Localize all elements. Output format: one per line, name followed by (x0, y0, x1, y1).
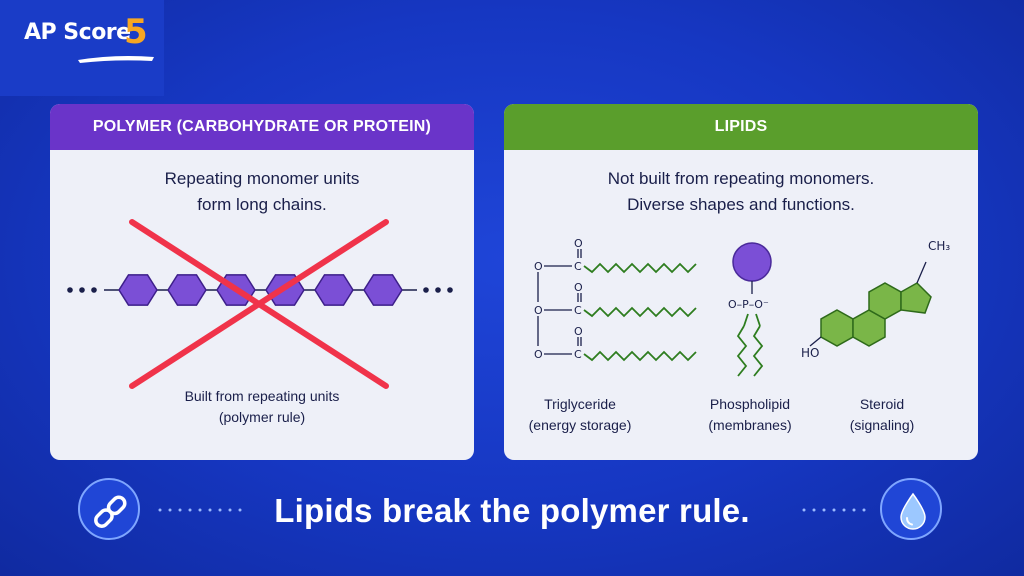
chain-dot-left-3 (91, 287, 97, 293)
svg-text:O: O (574, 281, 583, 294)
ester-group-3: O C O (534, 325, 697, 362)
chain-dot-left-1 (67, 287, 73, 293)
fatty-acid-tail-2 (752, 325, 764, 377)
lipids-panel-header: LIPIDS (504, 104, 978, 150)
polymer-panel: POLYMER (CARBOHYDRATE OR PROTEIN) Repeat… (50, 104, 474, 460)
triglyceride-caption: Triglyceride (energy storage) (520, 394, 640, 436)
polymer-caption-line-1: Built from repeating units (184, 388, 340, 404)
svg-text:O: O (574, 325, 583, 338)
polymer-description-line-1: Repeating monomer units (164, 169, 360, 188)
ester-group-2: O C O (534, 281, 697, 318)
svg-text:C: C (574, 348, 582, 361)
polymer-panel-header: POLYMER (CARBOHYDRATE OR PROTEIN) (50, 104, 474, 150)
fatty-acid-tail-1 (736, 325, 748, 377)
phospholipid-structure: O–P–O⁻ (728, 242, 772, 377)
monomer-hexagon-2 (167, 274, 207, 306)
svg-text:C: C (574, 304, 582, 317)
triglyceride-label: Triglyceride (544, 396, 616, 412)
steroid-sublabel: (signaling) (849, 417, 915, 433)
chain-link-icon (78, 478, 140, 540)
monomer-hexagon-5 (314, 274, 354, 306)
logo-text: AP Score (24, 20, 131, 45)
polymer-description: Repeating monomer units form long chains… (50, 166, 474, 218)
polymer-description-line-2: form long chains. (197, 195, 327, 214)
triglyceride-structure: O C O O C O O C (534, 237, 697, 362)
phospholipid-label: Phospholipid (709, 396, 791, 412)
svg-text:O: O (534, 348, 543, 361)
steroid-label: Steroid (859, 396, 905, 412)
svg-text:CH₃: CH₃ (928, 239, 950, 253)
chain-dot-right-3 (447, 287, 453, 293)
svg-text:HO: HO (801, 346, 819, 360)
phosphate-head-icon (732, 242, 772, 282)
svg-text:O–P–O⁻: O–P–O⁻ (728, 298, 769, 311)
svg-text:O: O (534, 260, 543, 273)
water-drop-icon (880, 478, 942, 540)
logo-digit: 5 (124, 12, 148, 52)
lipids-description: Not built from repeating monomers. Diver… (504, 166, 978, 218)
ester-group-1: O C O (534, 237, 697, 274)
svg-text:O: O (534, 304, 543, 317)
steroid-caption: Steroid (signaling) (824, 394, 940, 436)
lipids-description-line-1: Not built from repeating monomers. (607, 169, 875, 188)
monomer-hexagon-6 (363, 274, 403, 306)
chain-dot-right-1 (423, 287, 429, 293)
svg-text:O: O (574, 237, 583, 250)
lipid-structures-diagram: O C O O C O O C (534, 237, 950, 377)
triglyceride-sublabel: (energy storage) (528, 417, 632, 433)
dotted-line-right (802, 508, 866, 512)
polymer-chain-diagram (67, 219, 453, 389)
svg-text:C: C (574, 260, 582, 273)
logo-swoosh-icon (78, 56, 154, 63)
phospholipid-sublabel: (membranes) (708, 417, 792, 433)
lipids-panel: LIPIDS Not built from repeating monomers… (504, 104, 978, 460)
polymer-caption-line-2: (polymer rule) (218, 409, 306, 425)
phospholipid-caption: Phospholipid (membranes) (690, 394, 810, 436)
monomer-hexagon-1 (118, 274, 158, 306)
cross-out-stroke-2 (129, 219, 389, 389)
polymer-caption: Built from repeating units (polymer rule… (50, 386, 474, 428)
chain-dot-right-2 (435, 287, 441, 293)
footer-statement: Lipids break the polymer rule. (274, 492, 750, 529)
chain-dot-left-2 (79, 287, 85, 293)
ap-score-logo: AP Score 5 (0, 0, 164, 96)
dotted-line-left (158, 508, 242, 512)
lipids-description-line-2: Diverse shapes and functions. (627, 195, 855, 214)
steroid-structure: CH₃ HO (801, 239, 950, 360)
